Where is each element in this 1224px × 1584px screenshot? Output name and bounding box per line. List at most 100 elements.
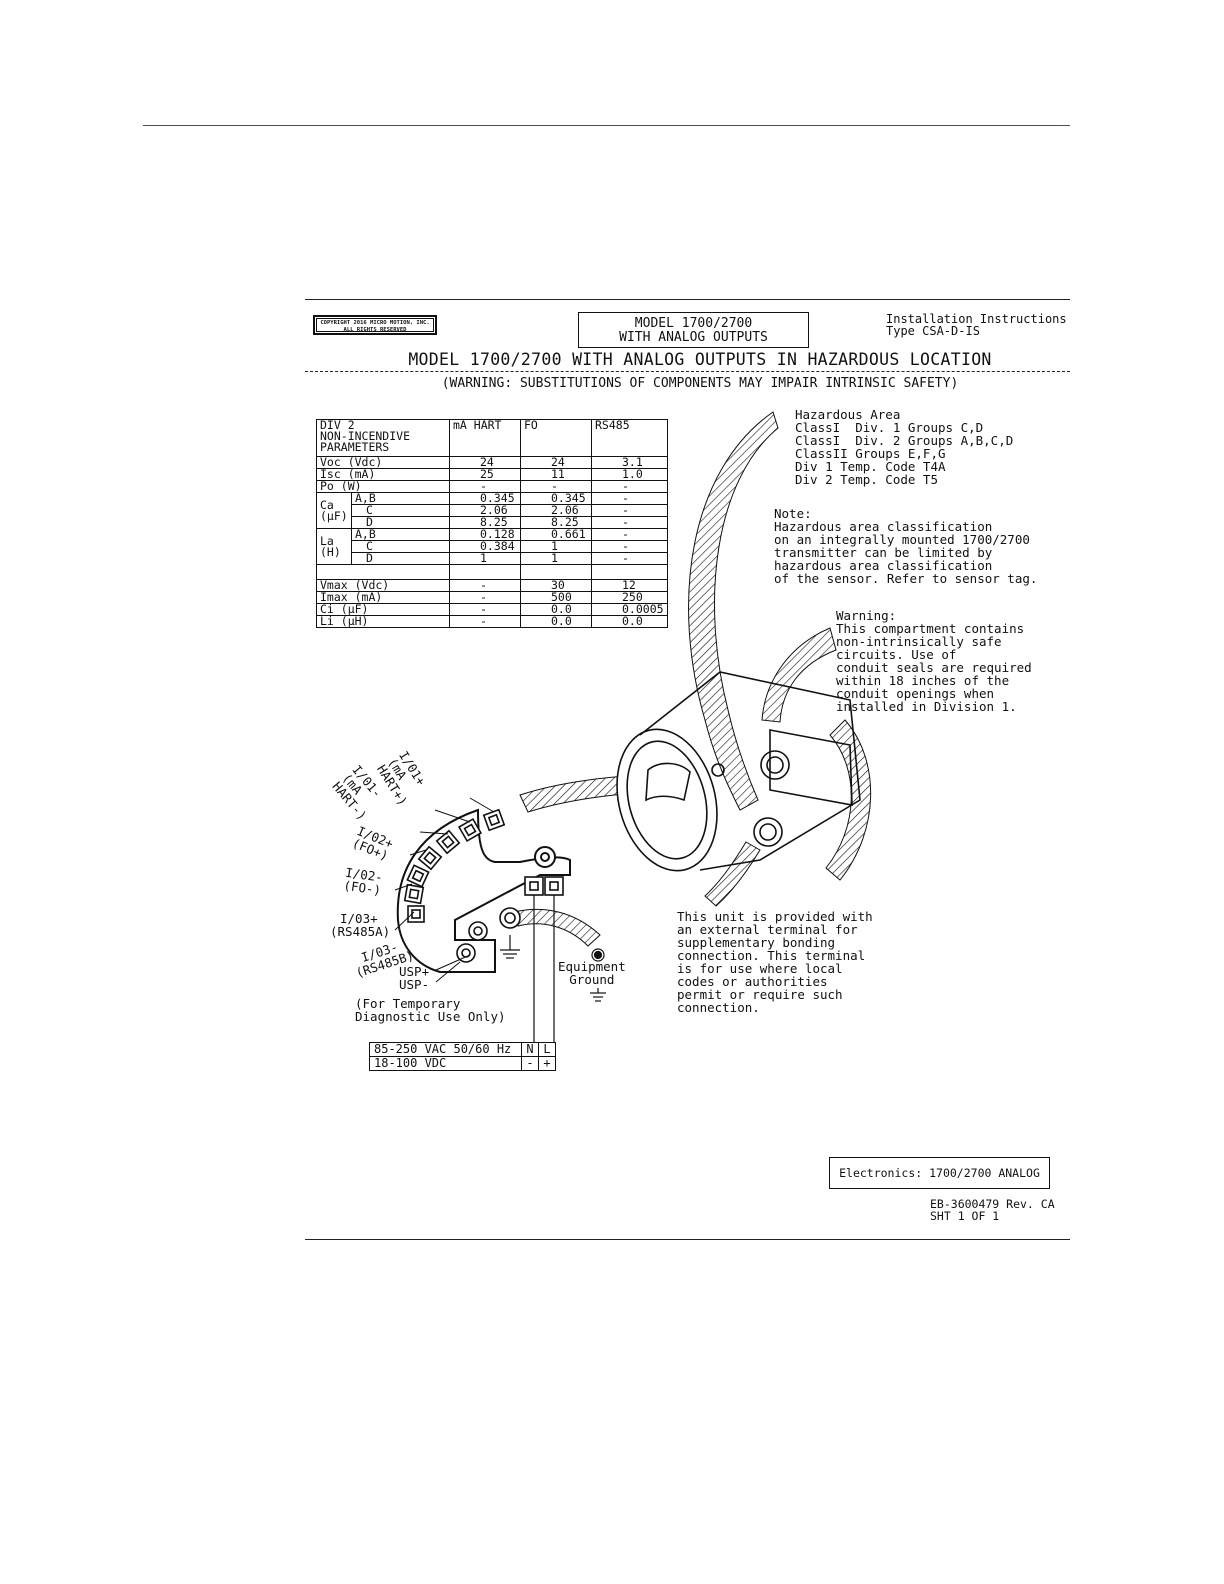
- hazard-line: ClassI Div. 2 Groups A,B,C,D: [795, 433, 1014, 448]
- ca-unit: (μF): [320, 508, 348, 523]
- ground-stud: [499, 907, 521, 929]
- ground-symbols: [500, 935, 606, 1002]
- cell: 0.0: [520, 615, 592, 628]
- note-line: Note:: [774, 506, 812, 521]
- warning-line: conduit seals are required: [836, 660, 1032, 675]
- bond-line: permit or require such: [677, 987, 843, 1002]
- hazard-line: ClassI Div. 1 Groups C,D: [795, 420, 984, 435]
- diag-line: Diagnostic Use Only): [355, 1009, 506, 1024]
- power-ac-n: N: [521, 1042, 539, 1057]
- hazard-band-upper: [761, 627, 837, 723]
- power-ac-label: 85-250 VAC 50/60 Hz: [369, 1042, 522, 1057]
- io3p-label: I/03+: [340, 911, 378, 926]
- terminal-label-io3-plus: I/03+(RS485A): [330, 886, 390, 951]
- drawing-title: MODEL 1700/2700 WITH ANALOG OUTPUTS IN H…: [408, 350, 992, 369]
- usp-labels: USP+USP-: [399, 965, 429, 991]
- hazard-band-bottom: [704, 841, 761, 907]
- io-terminals: [403, 808, 506, 923]
- table-title-cell: DIV 2 NON-INCENDIVE PARAMETERS: [316, 418, 450, 457]
- power-wires: [533, 895, 555, 1043]
- copyright-box: COPYRIGHT 2016 MICRO MOTION, INC. ALL RI…: [313, 315, 437, 335]
- power-dc-label: 18-100 VDC: [369, 1056, 522, 1071]
- la-label: La: [320, 533, 334, 548]
- warning-line: within 18 inches of the: [836, 673, 1010, 688]
- model-line-2: WITH ANALOG OUTPUTS: [619, 330, 768, 345]
- transmitter-housing: [616, 671, 861, 872]
- copyright-line-2: ALL RIGHTS RESERVED: [343, 327, 407, 333]
- hazard-band-ground: [513, 908, 601, 947]
- bond-line: an external terminal for: [677, 922, 858, 937]
- model-box: MODEL 1700/2700 WITH ANALOG OUTPUTS: [578, 312, 809, 348]
- install-line-1: Installation Instructions: [886, 312, 1067, 326]
- warning-line: installed in Division 1.: [836, 699, 1017, 714]
- table-row: Ca(μF) A,B 0.345 0.345 -: [316, 492, 668, 529]
- ca-label: Ca: [320, 497, 334, 512]
- bond-line: codes or authorities: [677, 974, 828, 989]
- bond-line: supplementary bonding: [677, 935, 836, 950]
- power-table: 85-250 VAC 50/60 Hz N L 18-100 VDC - +: [369, 1042, 556, 1071]
- note-line: of the sensor. Refer to sensor tag.: [774, 571, 1038, 586]
- bond-line: This unit is provided with: [677, 909, 873, 924]
- power-dc-plus: +: [538, 1056, 556, 1071]
- bond-line: connection. This terminal: [677, 948, 866, 963]
- bond-line: connection.: [677, 1000, 760, 1015]
- table-row: 18-100 VDC - +: [369, 1056, 556, 1071]
- hazard-line: ClassII Groups E,F,G: [795, 446, 946, 461]
- table-title-1: DIV 2: [320, 418, 355, 432]
- power-ac-l: L: [538, 1042, 556, 1057]
- copyright-line-1: COPYRIGHT 2016 MICRO MOTION, INC.: [320, 320, 430, 326]
- drawing-frame-bottom: [305, 1239, 1070, 1240]
- diag-line: (For Temporary: [355, 996, 461, 1011]
- io3p-desc: (RS485A): [330, 924, 391, 939]
- dashed-rule: [305, 371, 1070, 372]
- equip-line: Ground: [569, 972, 615, 987]
- warning-line: circuits. Use of: [836, 647, 957, 662]
- table-title-2: NON-INCENDIVE: [320, 429, 411, 443]
- note-line: hazardous area classification: [774, 558, 993, 573]
- hazard-line: Div 2 Temp. Code T5: [795, 472, 938, 487]
- warning-line: conduit openings when: [836, 686, 995, 701]
- hazard-band-right: [825, 719, 872, 881]
- note-line: on an integrally mounted 1700/2700: [774, 532, 1030, 547]
- power-terminals: [524, 876, 564, 896]
- install-line-2: Type CSA-D-IS: [886, 324, 980, 338]
- usp-plus-label: USP+: [399, 964, 430, 979]
- cell: -: [591, 528, 668, 541]
- parameters-table: DIV 2 NON-INCENDIVE PARAMETERS mA HART F…: [316, 419, 668, 628]
- note-line: Hazardous area classification: [774, 519, 993, 534]
- table-row: 85-250 VAC 50/60 Hz N L: [369, 1042, 556, 1057]
- hazard-line: Hazardous Area: [795, 407, 901, 422]
- cell: 0.0: [591, 615, 668, 628]
- ca-label-cell: Ca(μF): [316, 492, 352, 529]
- table-row: Isc (mA) 25 11 1.0: [316, 468, 668, 481]
- eb-line-1: EB-3600479 Rev. CA: [930, 1197, 1055, 1211]
- model-line-1: MODEL 1700/2700: [634, 316, 753, 331]
- hazard-band-main: [688, 411, 779, 811]
- table-title-3: PARAMETERS: [320, 440, 390, 454]
- usp-minus-label: USP-: [399, 977, 430, 992]
- col-header-mahart: mA HART: [449, 419, 521, 457]
- table-row: Li (μH) - 0.0 0.0: [316, 615, 668, 628]
- terminal-block: [396, 808, 571, 973]
- drawing-frame-top: [305, 299, 1070, 300]
- power-dc-minus: -: [521, 1056, 539, 1071]
- leader-lines: [394, 797, 495, 983]
- warning-line: non-intrinsically safe: [836, 634, 1002, 649]
- table-row: C 0.384 1 -: [317, 540, 668, 553]
- la-unit: (H): [320, 544, 341, 559]
- eb-line-2: SHT 1 OF 1: [930, 1209, 1000, 1223]
- table-row: Imax (mA) - 500 250: [316, 591, 668, 604]
- equip-line: Equipment: [558, 959, 626, 974]
- row-label: Li (μH): [316, 615, 450, 628]
- bond-line: is for use where local: [677, 961, 843, 976]
- substitution-warning: (WARNING: SUBSTITUTIONS OF COMPONENTS MA…: [441, 376, 959, 391]
